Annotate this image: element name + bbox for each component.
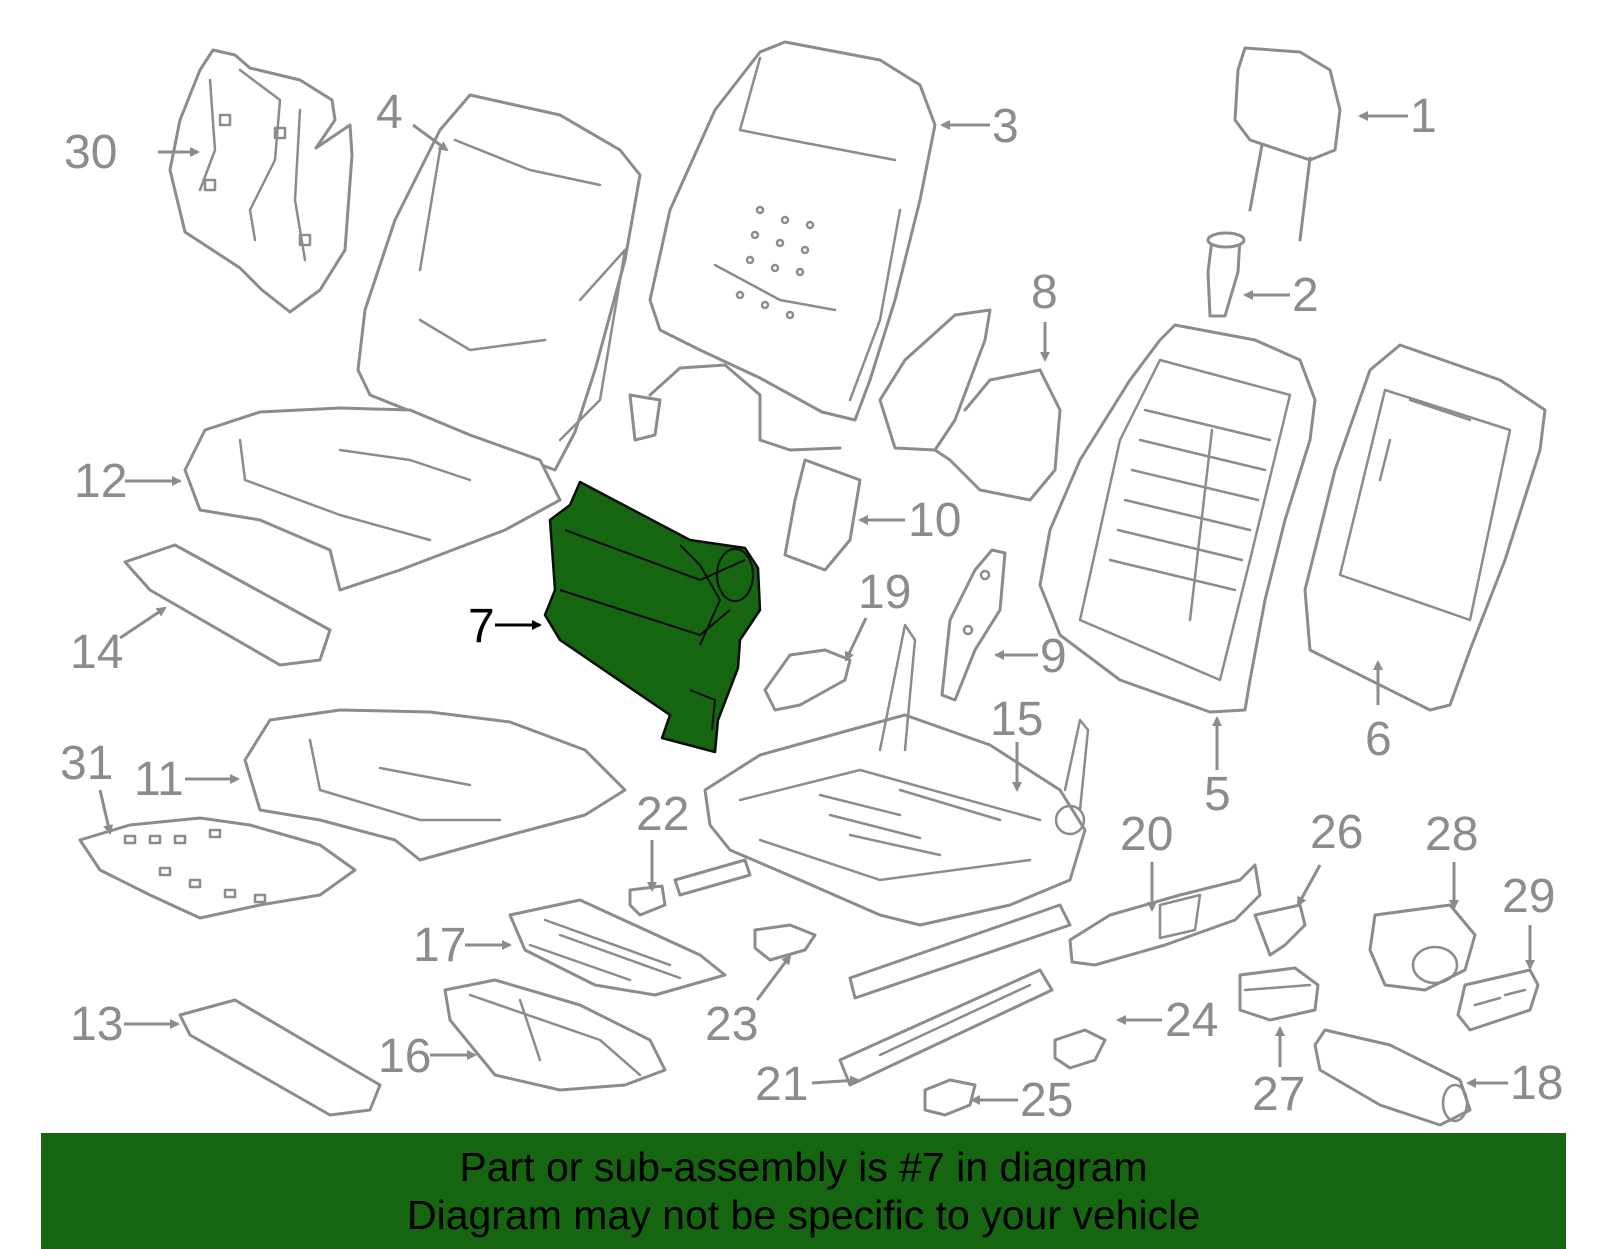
callout-labels: 1 2 3 4 5 6 7 8 9 10 11 12 13 14 15 16 1… [60,86,1563,1127]
callout-24: 24 [1165,994,1218,1047]
seat-rail-upper [673,858,752,897]
part-2-headrest-guide [1206,231,1246,318]
part-20-side-trim [1068,863,1262,967]
callout-29: 29 [1502,870,1555,923]
callout-22: 22 [636,788,689,841]
callout-15: 15 [990,693,1043,746]
part-10-bracket-harness [628,363,862,572]
part-5-backrest-frame [1038,323,1317,714]
part-4-backrest-foam [356,93,642,472]
seat-rail-lower [848,903,1072,1000]
callout-7: 7 [468,600,495,653]
callout-6: 6 [1365,713,1392,766]
part-3-backrest-cover [648,40,937,422]
part-12-seat-cushion-cover [183,406,562,592]
part-23-handle [753,923,817,962]
banner-line-disclaimer: Diagram may not be specific to your vehi… [406,1192,1200,1238]
callout-1: 1 [1410,90,1437,143]
part-6-backrest-back-panel [1303,343,1547,712]
callout-19: 19 [858,566,911,619]
part-7-highlighted-assembly [543,480,762,754]
part-17-tray [508,898,727,997]
part-11-seat-cushion-foam [243,708,627,862]
leader-lines [98,111,1535,1105]
callout-4: 4 [376,86,403,139]
part-9-side-bracket [940,548,1007,702]
callout-3: 3 [992,100,1019,153]
part-15-seat-frame [703,623,1090,927]
callout-31: 31 [60,737,113,790]
part-16-base-tray [443,978,667,1092]
part-31-mat [78,816,357,920]
callout-28: 28 [1425,808,1478,861]
callout-9: 9 [1040,630,1067,683]
callout-30: 30 [64,126,117,179]
callout-23: 23 [705,998,758,1051]
part-24-knob [1053,1028,1107,1070]
banner-line-part-number: Part or sub-assembly is #7 in diagram [459,1144,1148,1190]
part-14-pad [123,543,332,667]
callout-12: 12 [74,455,127,508]
callout-13: 13 [70,998,123,1051]
callout-25: 25 [1020,1074,1073,1127]
part-28-motor [1368,903,1477,992]
part-1-headrest [1233,46,1342,242]
callout-14: 14 [70,626,123,679]
part-19-bracket [763,648,852,712]
part-21-rail [838,968,1054,1087]
callout-10: 10 [908,494,961,547]
callout-5: 5 [1204,768,1231,821]
callout-11: 11 [134,753,184,806]
callout-21: 21 [755,1058,808,1111]
info-banner: Part or sub-assembly is #7 in diagram Di… [41,1133,1566,1249]
part-27-switch [1238,966,1320,1022]
part-30-backrest-panel [168,48,354,314]
part-8-trim-panel [878,308,1062,502]
part-25-knob [923,1078,977,1117]
part-13-pad [178,998,382,1117]
callout-18: 18 [1510,1057,1563,1110]
part-29-switch [1456,968,1540,1032]
callout-20: 20 [1120,808,1173,861]
callout-17: 17 [413,919,466,972]
callout-8: 8 [1031,266,1058,319]
part-18-motor [1313,1028,1472,1127]
callout-16: 16 [378,1030,431,1083]
part-26-clip [1253,903,1307,957]
callout-26: 26 [1310,806,1363,859]
callout-27: 27 [1252,1068,1305,1121]
part-22-clip [628,884,667,917]
callout-2: 2 [1292,269,1319,322]
